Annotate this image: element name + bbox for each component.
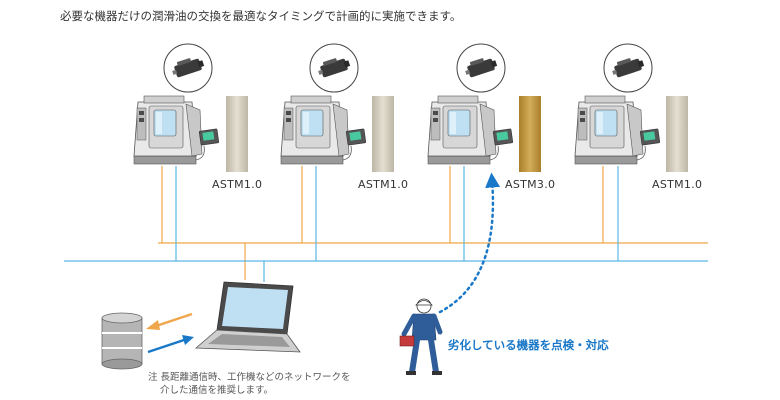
sensor-badge-4: [603, 43, 653, 93]
data-flow-arrows: [146, 312, 194, 354]
oil-grade-label-4: ASTM1.0: [652, 178, 703, 191]
laptop-icon: [194, 281, 301, 353]
database-icon: [101, 312, 143, 370]
inspection-label: 劣化している機器を点検・対応: [448, 338, 609, 352]
inspection-path-arrow: [438, 172, 501, 314]
oil-column-2: [372, 96, 394, 172]
network-lines: [64, 166, 708, 282]
oil-column-1: [226, 96, 248, 172]
sensor-badge-1: [163, 43, 213, 93]
machine-unit-3: [427, 43, 541, 172]
oil-grade-label-2: ASTM1.0: [358, 178, 409, 191]
footnote-line-2: 介した通信を推奨します。: [160, 385, 274, 396]
page-heading: 必要な機器だけの潤滑油の交換を最適なタイミングで計画的に実施できます。: [60, 9, 462, 23]
sensor-badge-2: [309, 43, 359, 93]
oil-grade-label-1: ASTM1.0: [212, 178, 263, 191]
toolbox-icon: [399, 335, 415, 347]
machine-unit-1: [133, 43, 248, 172]
oil-column-4: [666, 96, 688, 172]
machine-unit-2: [280, 43, 394, 172]
worker-figure: [399, 298, 443, 375]
footnote-line-1: 注 長距離通信時、工作機などのネットワークを: [148, 372, 351, 383]
sensor-badge-3: [456, 43, 506, 93]
oil-grade-label-3: ASTM3.0: [505, 178, 556, 191]
footnote: 注 長距離通信時、工作機などのネットワークを 介した通信を推奨します。: [148, 371, 408, 397]
machine-unit-4: [574, 43, 688, 172]
oil-column-3: [519, 96, 541, 172]
